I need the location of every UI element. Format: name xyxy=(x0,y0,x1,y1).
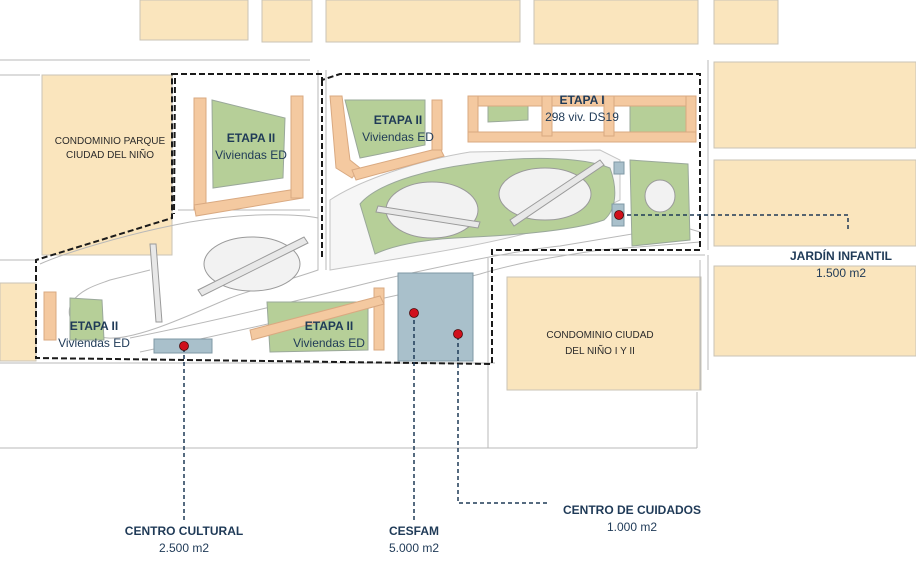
etapa-1-sub: 298 viv. DS19 xyxy=(545,110,619,124)
etapa-1-title: ETAPA I xyxy=(559,93,604,107)
marker-centro-cuidados xyxy=(453,329,463,339)
block-left-small xyxy=(0,282,37,362)
condominio-parque-line1: CONDOMINIO PARQUE xyxy=(55,136,166,147)
top-blocks xyxy=(139,0,779,45)
central-avenue xyxy=(129,225,701,339)
jardin-infantil-area: 1.500 m2 xyxy=(816,266,866,280)
condominio-ciudad-line2: DEL NIÑO I Y II xyxy=(565,344,635,357)
marker-jardin-infantil xyxy=(614,210,624,220)
etapa-2b-title: ETAPA II xyxy=(374,113,422,127)
leader-lines xyxy=(183,214,849,520)
park-paths xyxy=(149,159,605,323)
road-lines xyxy=(0,59,709,449)
centro-cultural-area: 2.500 m2 xyxy=(159,541,209,555)
etapa-2b-sub: Viviendas ED xyxy=(362,130,434,144)
jardin-infantil-name: JARDÍN INFANTIL xyxy=(790,248,892,263)
block-condominio-ciudad xyxy=(506,276,702,391)
building-bands xyxy=(43,95,697,351)
cesfam-area: 5.000 m2 xyxy=(389,541,439,555)
etapa-2c-sub: Viviendas ED xyxy=(58,336,130,350)
facility-markers xyxy=(179,210,624,351)
centro-cultural-name: CENTRO CULTURAL xyxy=(125,524,243,538)
centro-cuidados-area: 1.000 m2 xyxy=(607,520,657,534)
centro-cuidados-name: CENTRO DE CUIDADOS xyxy=(563,503,701,517)
cesfam-name: CESFAM xyxy=(389,524,439,538)
etapa-2a-title: ETAPA II xyxy=(227,131,275,145)
right-blocks xyxy=(713,61,916,357)
etapa-2a-sub: Viviendas ED xyxy=(215,148,287,162)
etapa-2d-title: ETAPA II xyxy=(305,319,353,333)
central-avenue-edge xyxy=(139,241,701,353)
facility-plots xyxy=(153,161,625,362)
etapa-2c-title: ETAPA II xyxy=(70,319,118,333)
block-condominio-parque xyxy=(41,74,173,256)
site-boundaries xyxy=(35,73,701,366)
marker-cesfam xyxy=(409,308,419,318)
condominio-parque-line2: CIUDAD DEL NIÑO xyxy=(66,148,154,161)
condominio-ciudad-line1: CONDOMINIO CIUDAD xyxy=(546,330,653,341)
etapa-2d-sub: Viviendas ED xyxy=(293,336,365,350)
marker-centro-cultural xyxy=(179,341,189,351)
